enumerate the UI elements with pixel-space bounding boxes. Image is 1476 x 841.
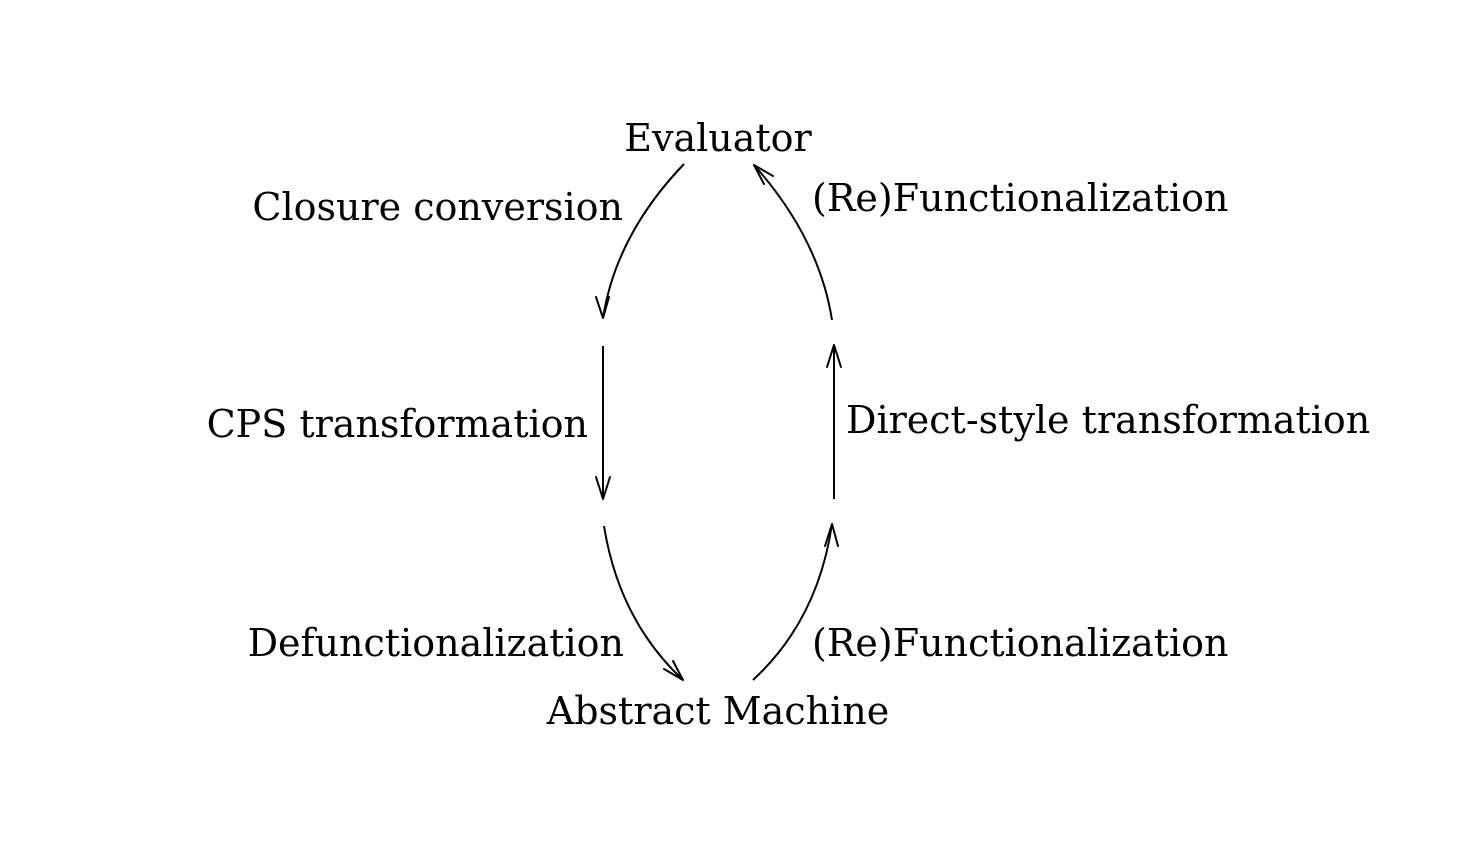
cps-transformation-label: CPS transformation xyxy=(207,402,588,446)
closure-conversion-label: Closure conversion xyxy=(252,185,623,229)
refunctionalization-bottom-arrow xyxy=(752,523,839,681)
closure-conversion-arrow xyxy=(595,163,685,319)
abstract-machine-node: Abstract Machine xyxy=(546,689,889,733)
refunctionalization-top-label: (Re)Functionalization xyxy=(812,176,1229,220)
direct-style-transformation-arrow xyxy=(826,344,842,499)
defunctionalization-arrow xyxy=(603,525,684,681)
direct-style-transformation-label: Direct-style transformation xyxy=(846,398,1370,442)
cps-transformation-arrow xyxy=(595,346,611,500)
defunctionalization-label: Defunctionalization xyxy=(248,621,624,665)
evaluator-node: Evaluator xyxy=(624,116,812,160)
refunctionalization-top-arrow xyxy=(753,164,833,321)
refunctionalization-bottom-label: (Re)Functionalization xyxy=(812,621,1229,665)
